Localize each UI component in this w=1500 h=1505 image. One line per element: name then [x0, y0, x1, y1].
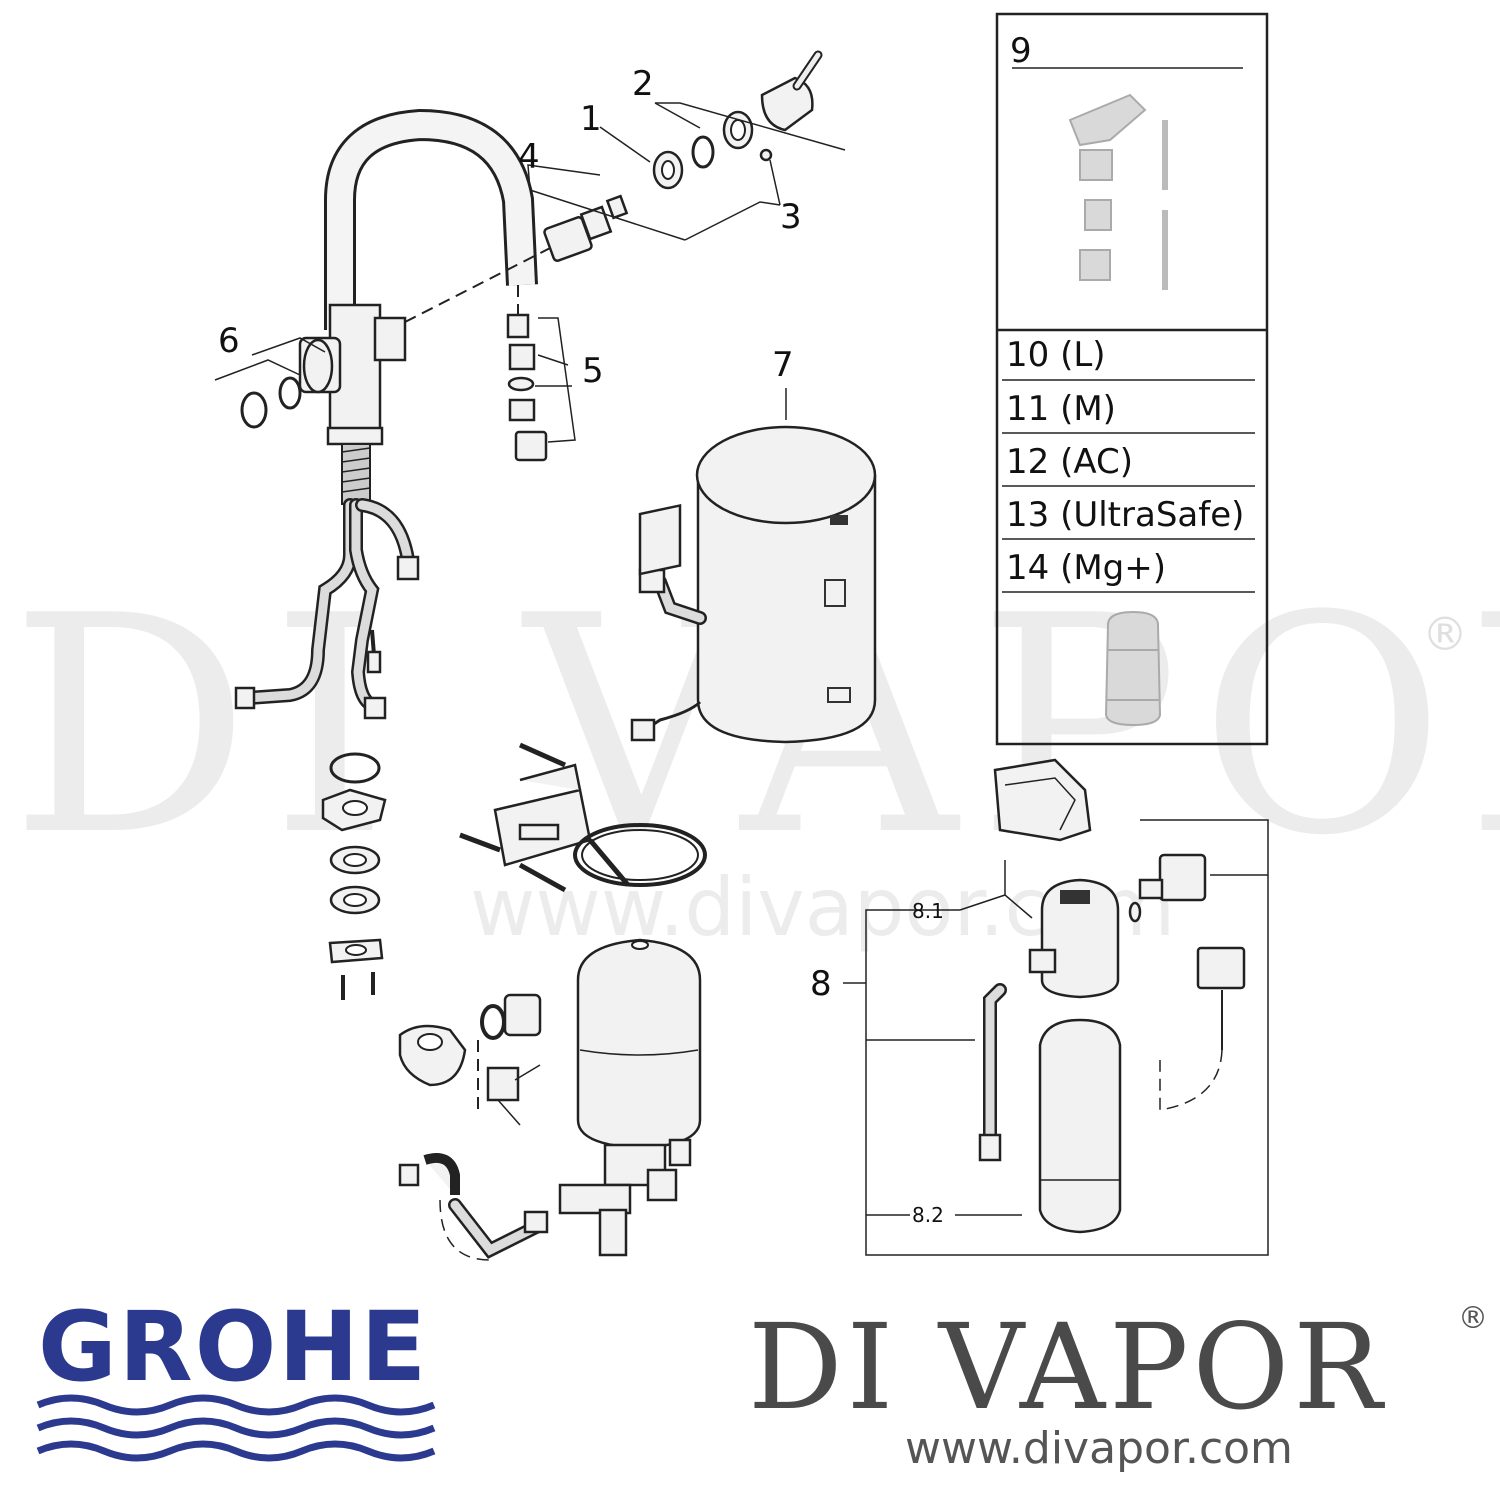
callout-8-2: 8.2 — [912, 1203, 944, 1227]
threaded-shank — [341, 443, 371, 505]
kit-label-12: 12 (AC) — [1006, 442, 1133, 482]
mounting-set — [321, 752, 387, 1000]
handle-seals — [214, 337, 326, 429]
kit-label-14: 14 (Mg+) — [1006, 548, 1166, 588]
expansion-vessel — [558, 938, 702, 1257]
callout-5: 5 — [582, 351, 604, 391]
faucet-assembly — [298, 108, 561, 505]
kit-label-13: 13 (UltraSafe) — [1006, 495, 1244, 535]
kit-box — [995, 12, 1269, 746]
grohe-wordmark: GROHE — [38, 1291, 428, 1403]
aerator-parts — [506, 285, 576, 462]
callout-4: 4 — [518, 137, 540, 177]
boiler-tank — [630, 388, 877, 744]
callout-8-1: 8.1 — [912, 899, 944, 923]
callout-3: 3 — [780, 197, 802, 237]
flow-meter — [1158, 853, 1207, 902]
supply-hoses — [234, 498, 420, 720]
callout-8: 8 — [810, 964, 832, 1004]
filter-system — [843, 758, 1269, 1256]
divapor-url: www.divapor.com — [905, 1423, 1293, 1474]
divapor-wordmark: DI VAPOR — [748, 1298, 1386, 1436]
divapor-logo: DI VAPOR ® www.divapor.com — [748, 1298, 1488, 1474]
angle-valve-set — [398, 993, 542, 1126]
connection-hose — [398, 1152, 549, 1261]
callout-labels: 1 2 3 4 5 6 7 8 8.1 8.2 9 — [218, 31, 1032, 1227]
callout-7: 7 — [772, 345, 794, 385]
callout-1: 1 — [580, 99, 602, 139]
watermark-registered: ® — [1422, 607, 1468, 661]
lever-handle — [760, 76, 814, 132]
filter-cartridge — [1038, 1018, 1122, 1234]
callout-6: 6 — [218, 321, 240, 361]
kit-label-10: 10 (L) — [1006, 335, 1106, 375]
callout-9: 9 — [1010, 31, 1032, 71]
filter-kit-list: 10 (L) 11 (M) 12 (AC) 13 (UltraSafe) 14 … — [1006, 335, 1244, 588]
kit-label-11: 11 (M) — [1006, 389, 1116, 429]
callout-2: 2 — [632, 64, 654, 104]
filter-head — [1040, 878, 1120, 999]
wall-bracket — [459, 742, 707, 893]
grohe-logo: GROHE — [36, 1291, 436, 1462]
cartridge-parts — [527, 50, 846, 262]
display-unit — [1196, 946, 1246, 990]
divapor-registered: ® — [1458, 1301, 1488, 1336]
filter-cartridge-kit — [1104, 610, 1162, 727]
